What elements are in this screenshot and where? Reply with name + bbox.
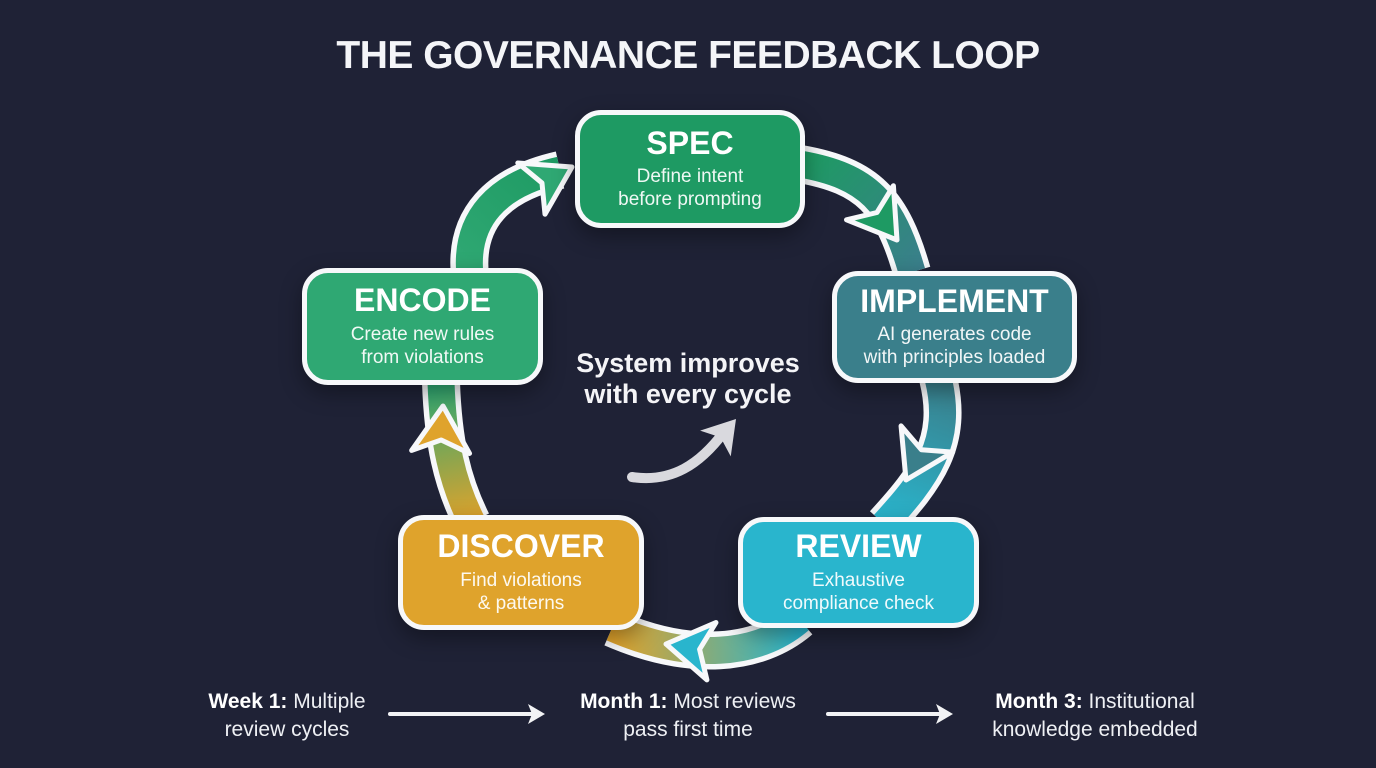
node-discover-subtitle: Find violations & patterns — [460, 569, 582, 614]
node-review: REVIEW Exhaustive compliance check — [738, 517, 979, 628]
arrowhead-implement-to-review-icon — [898, 423, 956, 483]
center-improvement-arrow-icon — [627, 419, 736, 484]
arrow-encode-to-spec — [450, 151, 575, 278]
arrowhead-discover-to-encode-icon — [409, 403, 473, 456]
arrowhead-spec-to-implement-icon — [844, 183, 900, 243]
timeline-item-month1-label: Month 1: — [580, 690, 668, 713]
arrowhead-review-to-discover-icon — [663, 620, 719, 683]
timeline-item-week1-text: Multiple review cycles — [224, 690, 366, 741]
node-review-subtitle: Exhaustive compliance check — [782, 569, 935, 614]
node-discover: DISCOVER Find violations & patterns — [398, 515, 644, 630]
node-implement: IMPLEMENT AI generates code with princip… — [832, 271, 1077, 383]
node-implement-title: IMPLEMENT — [860, 282, 1049, 319]
arrow-spec-to-implement — [796, 145, 931, 278]
arrowhead-encode-to-spec-icon — [515, 160, 575, 217]
timeline-item-month3-text: Institutional knowledge embedded — [992, 690, 1198, 741]
node-implement-subtitle: AI generates code with principles loaded — [863, 324, 1046, 369]
page-title: THE GOVERNANCE FEEDBACK LOOP — [336, 34, 1040, 77]
node-spec-title: SPEC — [646, 124, 734, 161]
timeline-item-month1-text: Most reviews pass first time — [623, 690, 796, 741]
arrow-review-to-discover — [604, 605, 813, 683]
node-review-title: REVIEW — [795, 528, 922, 565]
node-encode: ENCODE Create new rules from violations — [302, 268, 543, 385]
timeline-item-month3-label: Month 3: — [995, 690, 1083, 713]
arrow-discover-to-encode — [409, 381, 490, 531]
node-discover-title: DISCOVER — [437, 528, 605, 565]
node-encode-subtitle: Create new rules from violations — [350, 323, 495, 368]
arrow-implement-to-review — [869, 373, 962, 537]
center-note: System improves with every cycle — [576, 348, 800, 410]
node-spec: SPEC Define intent before prompting — [575, 110, 805, 228]
node-spec-subtitle: Define intent before prompting — [618, 166, 762, 211]
node-encode-title: ENCODE — [354, 282, 491, 319]
timeline-arrow-1-icon — [388, 704, 545, 724]
timeline-item-week1-label: Week 1: — [208, 690, 288, 713]
timeline-item-month1: Month 1: Most reviews pass first time — [548, 688, 828, 743]
timeline-arrow-2-icon — [826, 704, 953, 724]
timeline-item-month3: Month 3: Institutional knowledge embedde… — [945, 688, 1245, 743]
timeline-item-week1: Week 1: Multiple review cycles — [157, 688, 417, 743]
